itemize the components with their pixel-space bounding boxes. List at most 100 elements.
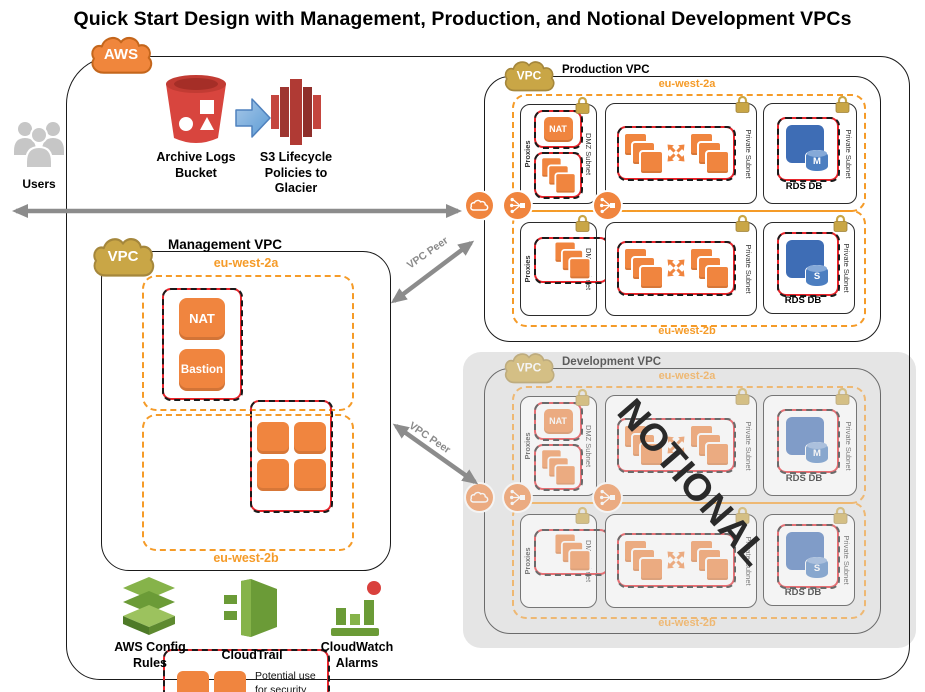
development-vpc: VPC Development VPC eu-west-2a Proxies D… bbox=[460, 350, 902, 642]
nat-instance: NAT bbox=[543, 408, 573, 434]
development-vpc-badge: VPC bbox=[502, 350, 556, 386]
instance-icon bbox=[214, 670, 246, 692]
instance-icon bbox=[705, 150, 730, 175]
instance-stack bbox=[689, 132, 730, 175]
auto-scaling-icon bbox=[667, 436, 685, 454]
private-subnet-label: Private Subnet bbox=[842, 243, 851, 293]
instance-icon bbox=[705, 265, 730, 290]
private-subnet-app: Private Subnet bbox=[605, 506, 757, 608]
instance-icon bbox=[256, 421, 289, 454]
lock-icon bbox=[833, 506, 848, 525]
rds-db-cylinder-icon: M bbox=[805, 150, 829, 172]
az-label: eu-west-2b bbox=[658, 617, 716, 629]
rds-db-label: RDS DB bbox=[784, 295, 822, 306]
security-group-proxies bbox=[533, 151, 583, 199]
aws-cloud-badge: AWS bbox=[88, 33, 154, 77]
security-appliance-note: Potential use for security appliances fo… bbox=[255, 670, 316, 692]
private-subnet-db: Private Subnet M RDS DB bbox=[763, 387, 857, 496]
security-group-app bbox=[616, 240, 736, 296]
management-vpc: VPC Management VPC eu-west-2a NAT Bastio… bbox=[90, 230, 402, 692]
availability-zone-a bbox=[142, 275, 354, 411]
production-vpc-title: Production VPC bbox=[562, 64, 650, 76]
private-subnet-label: Private Subnet bbox=[744, 536, 753, 586]
private-subnet-label: Private Subnet bbox=[744, 244, 753, 294]
auto-scaling-icon bbox=[667, 259, 685, 277]
vpc-badge-label: VPC bbox=[107, 247, 139, 265]
vpc-badge-label: VPC bbox=[516, 68, 542, 83]
proxies-label: Proxies bbox=[523, 547, 532, 575]
rds-role-letter: M bbox=[813, 156, 821, 167]
instance-group bbox=[256, 421, 326, 491]
nat-instance: NAT bbox=[543, 116, 573, 142]
elb-icon bbox=[594, 484, 621, 511]
rds-db-cylinder-icon: M bbox=[805, 442, 829, 464]
instance-stack bbox=[689, 539, 730, 582]
lock-icon bbox=[835, 95, 850, 114]
rds-role-letter: M bbox=[813, 448, 821, 459]
instance-icon bbox=[293, 458, 326, 491]
lock-icon bbox=[575, 96, 590, 115]
internet-gateway-icon bbox=[466, 484, 493, 511]
vpc-cloud-icon bbox=[93, 238, 155, 277]
rds-db-label: RDS DB bbox=[785, 473, 823, 484]
lifecycle-flow-arrow-icon bbox=[235, 98, 271, 138]
lock-icon bbox=[575, 506, 590, 525]
instance-icon bbox=[567, 257, 591, 281]
glacier-icon bbox=[271, 79, 321, 145]
instance-icon bbox=[293, 421, 326, 454]
instance-icon bbox=[705, 557, 730, 582]
security-group-nat: NAT bbox=[533, 109, 583, 149]
archive-logs-bucket-icon bbox=[166, 75, 226, 143]
instance-stack bbox=[623, 539, 664, 582]
production-vpc: VPC Production VPC eu-west-2a Proxies DM… bbox=[460, 58, 902, 350]
vpc-badge-label: VPC bbox=[516, 360, 542, 375]
private-subnet-db: Private Subnet S RDS DB bbox=[763, 506, 855, 606]
lock-icon bbox=[833, 214, 848, 233]
lock-icon bbox=[575, 388, 590, 407]
lock-icon bbox=[735, 506, 750, 525]
instance-icon bbox=[554, 464, 577, 487]
az-label: eu-west-2a bbox=[658, 370, 716, 382]
availability-zone-b bbox=[142, 414, 354, 551]
private-subnet-db: Private Subnet M RDS DB bbox=[763, 95, 857, 204]
dmz-content: NAT bbox=[533, 401, 583, 491]
aws-config-rules-icon bbox=[123, 577, 175, 635]
glacier-label: S3 Lifecycle Policies to Glacier bbox=[259, 150, 333, 196]
az-label: eu-west-2b bbox=[658, 325, 716, 337]
proxies-label: Proxies bbox=[523, 140, 532, 168]
instance-stack bbox=[689, 424, 730, 467]
lock-icon bbox=[735, 95, 750, 114]
lock-icon bbox=[835, 387, 850, 406]
proxies-label: Proxies bbox=[523, 255, 532, 283]
rds-role-letter: S bbox=[813, 271, 821, 282]
elb-icon bbox=[504, 192, 531, 219]
instance-icon bbox=[705, 442, 730, 467]
instance-icon bbox=[554, 172, 577, 195]
private-subnet-label: Private Subnet bbox=[844, 420, 853, 471]
dmz-subnet: Proxies DMZ Subnet bbox=[520, 214, 610, 316]
lock-icon bbox=[735, 214, 750, 233]
security-group-rds: M bbox=[776, 408, 840, 474]
security-group-nat-bastion: NAT Bastion bbox=[161, 287, 243, 401]
archive-logs-bucket-label: Archive Logs Bucket bbox=[156, 150, 236, 180]
security-group-proxies bbox=[533, 236, 610, 284]
security-group-rds: M bbox=[776, 116, 840, 182]
aws-cloud-icon bbox=[91, 36, 153, 74]
instance-icon bbox=[567, 549, 591, 573]
instance-icon bbox=[639, 265, 664, 290]
dmz-subnet-label: DMZ Subnet bbox=[584, 132, 593, 176]
users-icon bbox=[14, 122, 64, 169]
instance-group bbox=[177, 670, 246, 692]
instance-stack bbox=[540, 156, 577, 195]
rds-db-label: RDS DB bbox=[785, 181, 823, 192]
private-subnet-label: Private Subnet bbox=[744, 128, 753, 179]
aws-badge-label: AWS bbox=[103, 45, 139, 63]
instance-icon bbox=[639, 557, 664, 582]
az-label: eu-west-2a bbox=[658, 78, 716, 90]
auto-scaling-icon bbox=[667, 144, 685, 162]
private-subnet-db: Private Subnet S RDS DB bbox=[763, 214, 855, 314]
instance-stack bbox=[553, 532, 591, 573]
management-vpc-boundary bbox=[101, 251, 391, 571]
security-group-security-appliances: Potential use for security appliances fo… bbox=[162, 648, 330, 692]
security-group-proxies bbox=[533, 528, 610, 576]
